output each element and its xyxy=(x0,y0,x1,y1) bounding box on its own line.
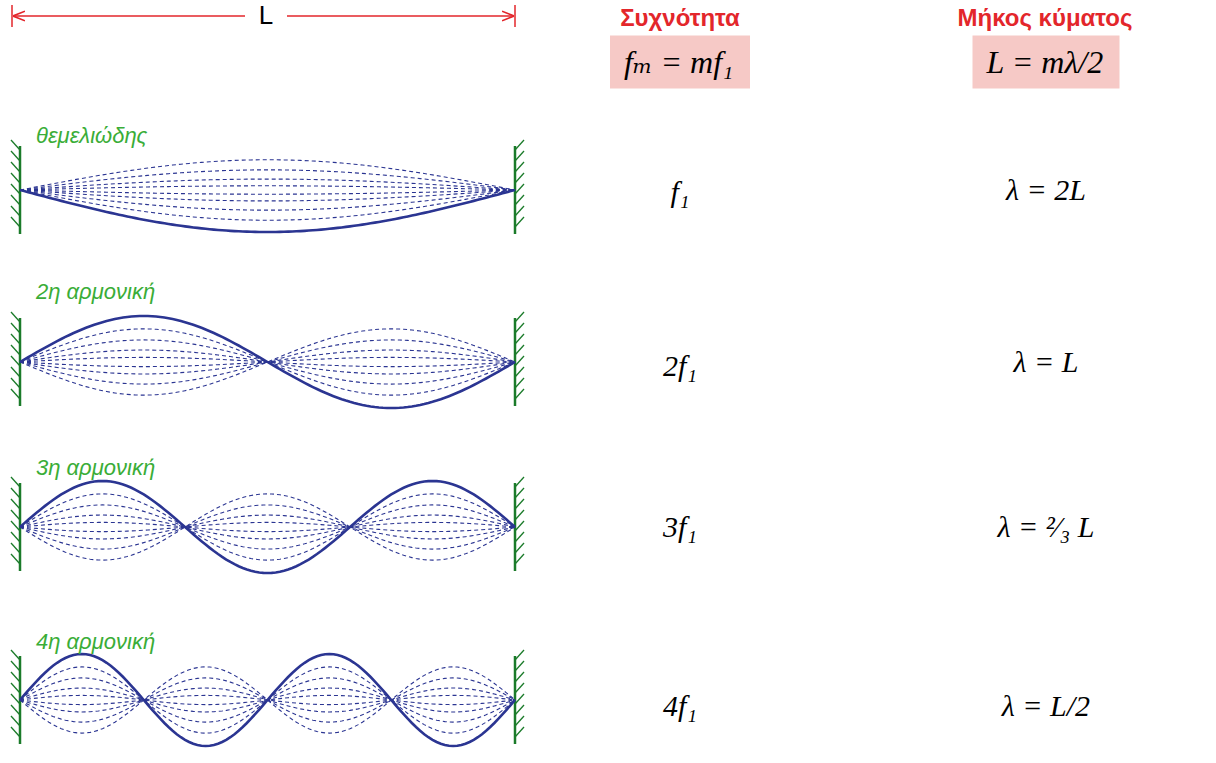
wave-envelope xyxy=(20,515,515,539)
wave-envelope xyxy=(20,522,515,531)
wave-envelope xyxy=(20,505,515,549)
frequency-value: f₁ xyxy=(671,175,690,210)
mode-name: 3η αρμονική xyxy=(36,455,155,480)
frequency-value: 3f₁ xyxy=(663,510,697,545)
dimension-arrow xyxy=(287,15,514,17)
fixed-end-wall xyxy=(515,312,524,406)
fixed-end-wall xyxy=(11,140,20,234)
wave-shape xyxy=(20,316,515,408)
wavelength-value: λ = ²⁄₃ L xyxy=(998,510,1095,545)
standing-wave xyxy=(20,160,515,232)
wave-envelope xyxy=(20,186,515,190)
formula-text: L = mλ/2 xyxy=(987,44,1106,81)
wave-envelope xyxy=(20,505,515,549)
dimension-arrow xyxy=(13,15,245,17)
wave-envelope xyxy=(20,190,515,210)
length-label: L xyxy=(255,1,277,31)
wave-envelope xyxy=(20,190,515,220)
wave-shape xyxy=(20,481,515,573)
dimension-tick xyxy=(11,5,13,27)
wavelength-value: λ = L xyxy=(1014,345,1079,380)
standing-wave xyxy=(20,481,515,573)
formula-box: L = mλ/2 xyxy=(973,36,1120,89)
wave-envelope xyxy=(20,494,515,560)
wave-envelope xyxy=(20,494,515,560)
wave-envelope xyxy=(20,654,515,746)
fixed-end-wall xyxy=(515,140,524,234)
standing-wave xyxy=(20,654,515,746)
wave-envelope xyxy=(20,190,515,194)
standing-wave xyxy=(20,316,515,408)
wavelength-value: λ = L/2 xyxy=(1002,689,1090,724)
fixed-end-wall xyxy=(515,477,524,571)
wave-envelope xyxy=(20,160,515,190)
wave-shape xyxy=(20,190,515,232)
mode-name: 2η αρμονική xyxy=(36,279,155,304)
fixed-end-wall xyxy=(515,650,524,744)
dimension-tick xyxy=(514,5,516,27)
column-heading: Συχνότητα xyxy=(620,4,740,32)
wave-envelope xyxy=(20,515,515,539)
mode-name: 4η αρμονική xyxy=(36,629,155,654)
frequency-value: 2f₁ xyxy=(663,349,697,384)
fixed-end-wall xyxy=(11,477,20,571)
wave-envelope xyxy=(20,190,515,232)
wave-shape xyxy=(20,654,515,746)
wave-envelope xyxy=(20,170,515,190)
wavelength-value: λ = 2L xyxy=(1006,173,1086,208)
fixed-end-wall xyxy=(11,312,20,406)
column-heading: Μήκος κύματος xyxy=(957,4,1132,32)
formula-box: fₘ = mf₁ xyxy=(610,36,750,89)
frequency-value: 4f₁ xyxy=(663,689,697,724)
fixed-end-wall xyxy=(11,650,20,744)
mode-name: θεμελιώδης xyxy=(36,123,147,148)
formula-text: fₘ = mf₁ xyxy=(624,44,736,81)
wave-envelope xyxy=(20,190,515,201)
wave-envelope xyxy=(20,522,515,531)
wave-envelope xyxy=(20,316,515,408)
wave-envelope xyxy=(20,481,515,573)
